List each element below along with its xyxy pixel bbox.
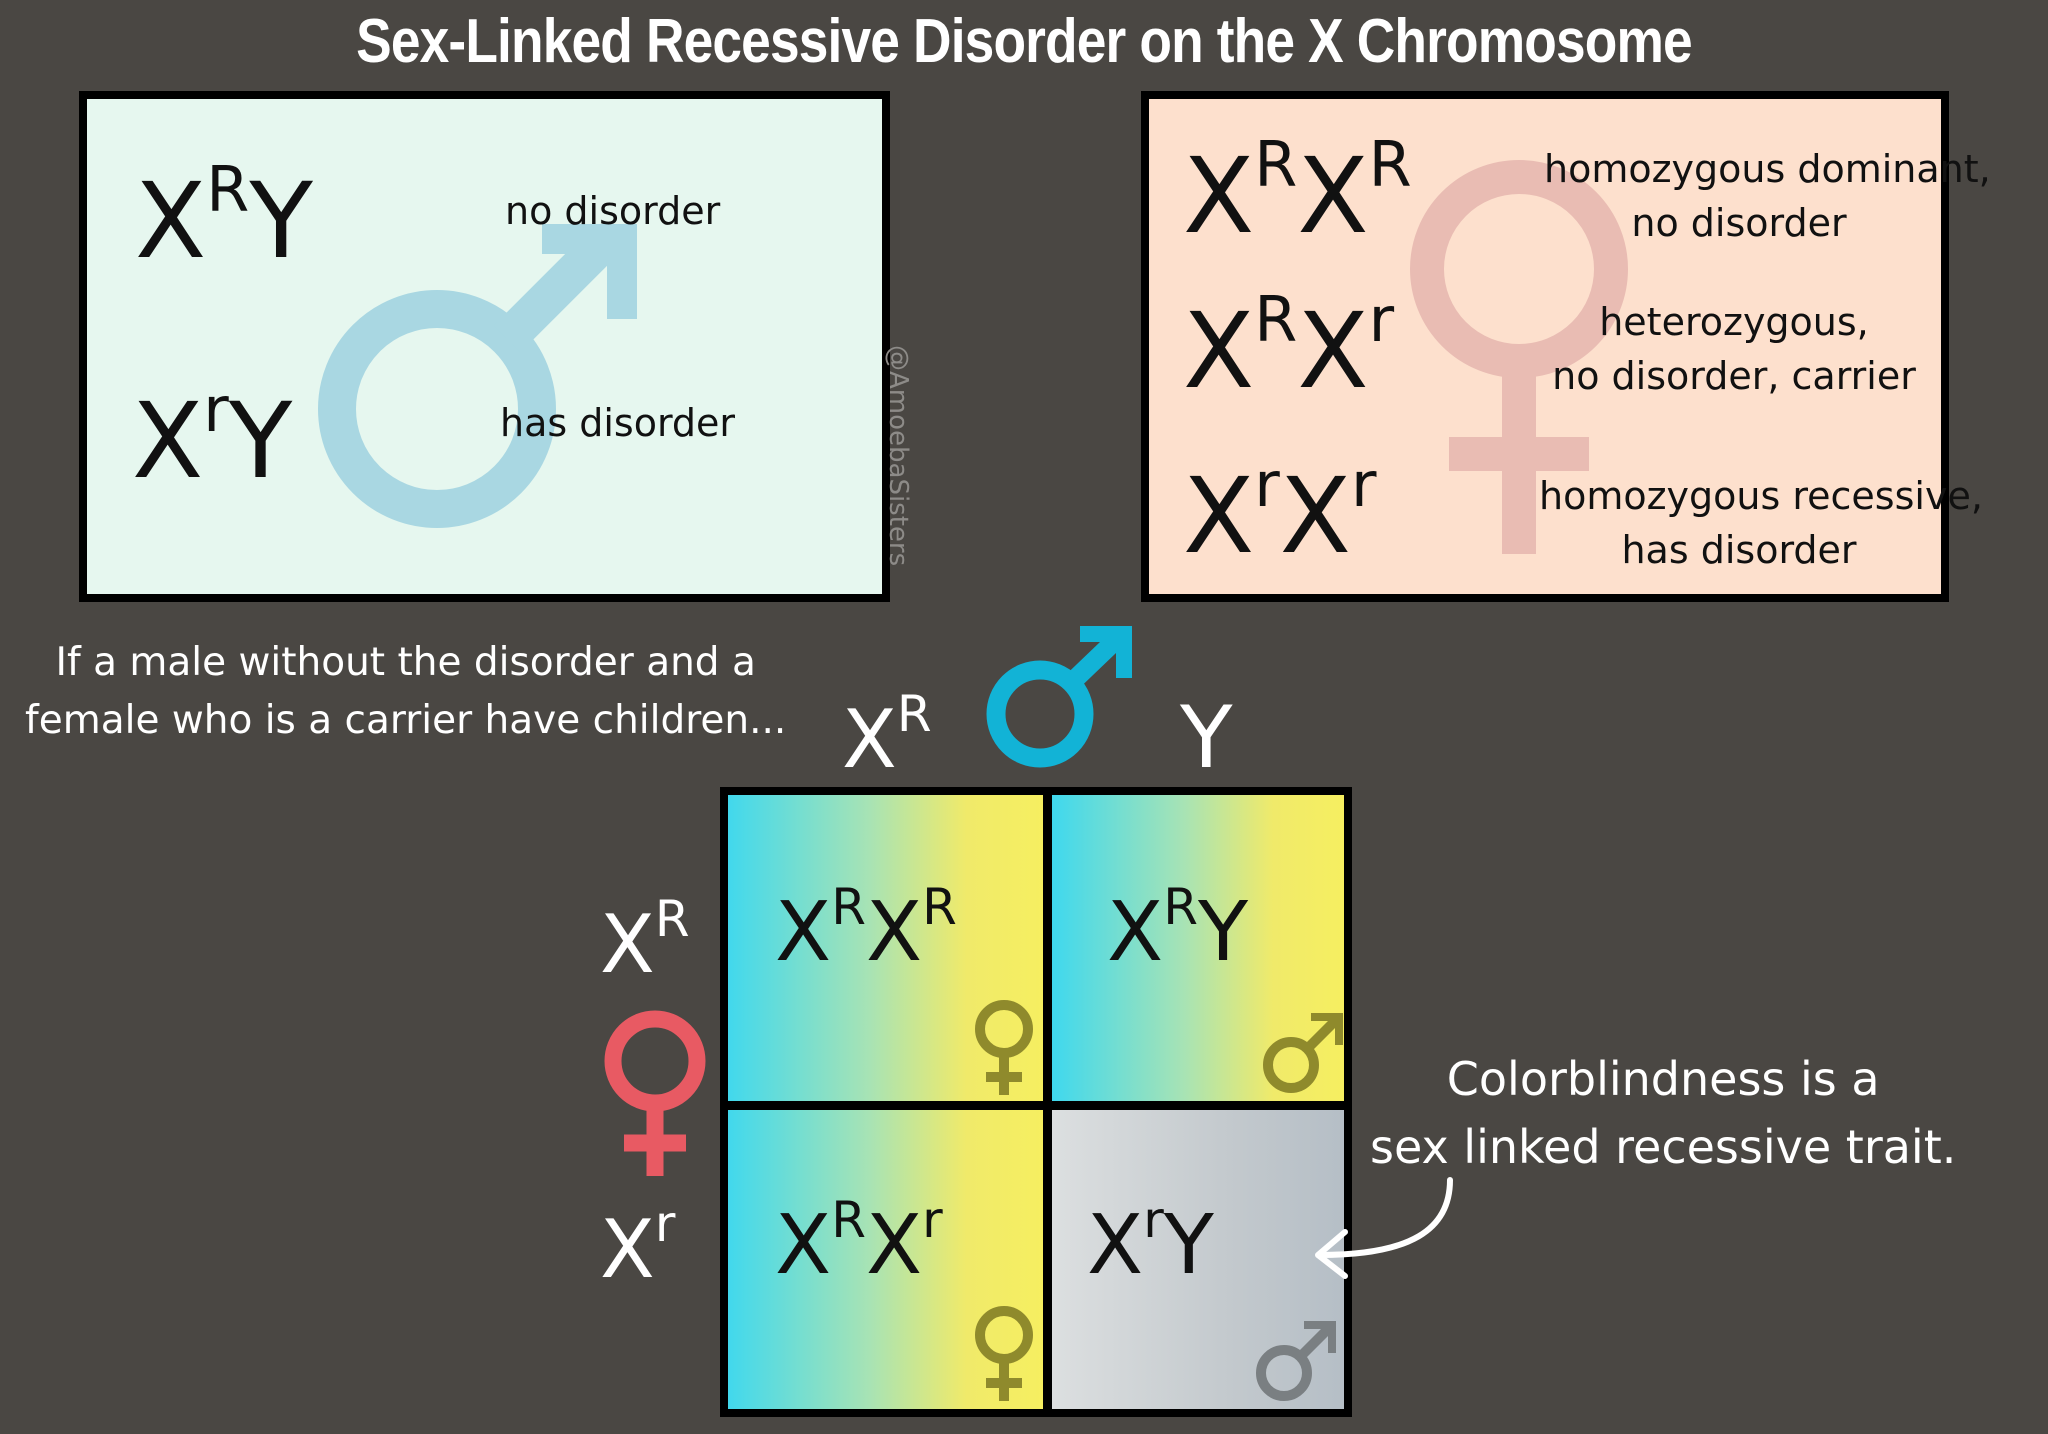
punnett-divider-horizontal [720, 1101, 1352, 1110]
label-homozygous-recessive: homozygous recessive, has disorder [1539, 474, 1983, 572]
genotype-xrxr-recessive: XrXr [1183, 448, 1377, 577]
label-has-disorder: has disorder [500, 401, 736, 445]
punnett-cell-xrxr-top-left: XRXR [725, 792, 1047, 1105]
genotype-xrxr-carrier: XRXr [1183, 283, 1395, 412]
label-no-disorder: no disorder [505, 189, 721, 233]
punnett-cell-xrxr-bottom-left: XRXr [725, 1110, 1047, 1412]
genotype-xrxr-dominant: XRXR [1183, 128, 1412, 257]
callout-note: Colorblindness is a sex linked recessive… [1370, 1052, 1957, 1174]
male-symbol-icon [318, 224, 637, 528]
female-symbol-icon [975, 1306, 1033, 1401]
cell-genotype: XRXr [775, 1191, 943, 1293]
male-symbol-icon [1256, 1321, 1336, 1401]
punnett-top-allele-xr: XR [842, 685, 932, 786]
cell-genotype: XRXR [775, 878, 957, 980]
female-symbol-icon [604, 1010, 706, 1176]
punnett-left-allele-xr-recessive: Xr [600, 1195, 676, 1296]
intro-note: If a male without the disorder and a fem… [25, 640, 787, 743]
punnett-cell-xry-top-right: XRY [1052, 792, 1347, 1105]
page-title: Sex-Linked Recessive Disorder on the X C… [356, 7, 1693, 76]
male-genotypes-panel: XRY no disorder XrY has disorder [79, 91, 890, 602]
male-symbol-icon [1263, 1013, 1343, 1093]
callout-arrow-icon [1315, 1177, 1453, 1279]
female-genotypes-panel: XRXR homozygous dominant, no disorder XR… [1141, 91, 1991, 602]
genotype-xry-normal: XRY [135, 153, 313, 282]
cell-genotype: XrY [1087, 1191, 1214, 1293]
label-homozygous-dominant: homozygous dominant, no disorder [1544, 147, 1991, 245]
cell-genotype: XRY [1107, 878, 1249, 980]
punnett-cell-xry-affected-bottom-right: XrY [1052, 1110, 1347, 1412]
punnett-top-allele-y: Y [1180, 688, 1233, 788]
genotype-xry-affected: XrY [132, 373, 293, 502]
label-heterozygous: heterozygous, no disorder, carrier [1552, 300, 1916, 398]
female-symbol-icon [1410, 160, 1628, 554]
female-symbol-icon [975, 1000, 1033, 1095]
punnett-left-allele-xr-dominant: XR [600, 890, 690, 991]
male-symbol-icon [986, 626, 1132, 768]
watermark: @AmoebaSisters [883, 345, 913, 567]
